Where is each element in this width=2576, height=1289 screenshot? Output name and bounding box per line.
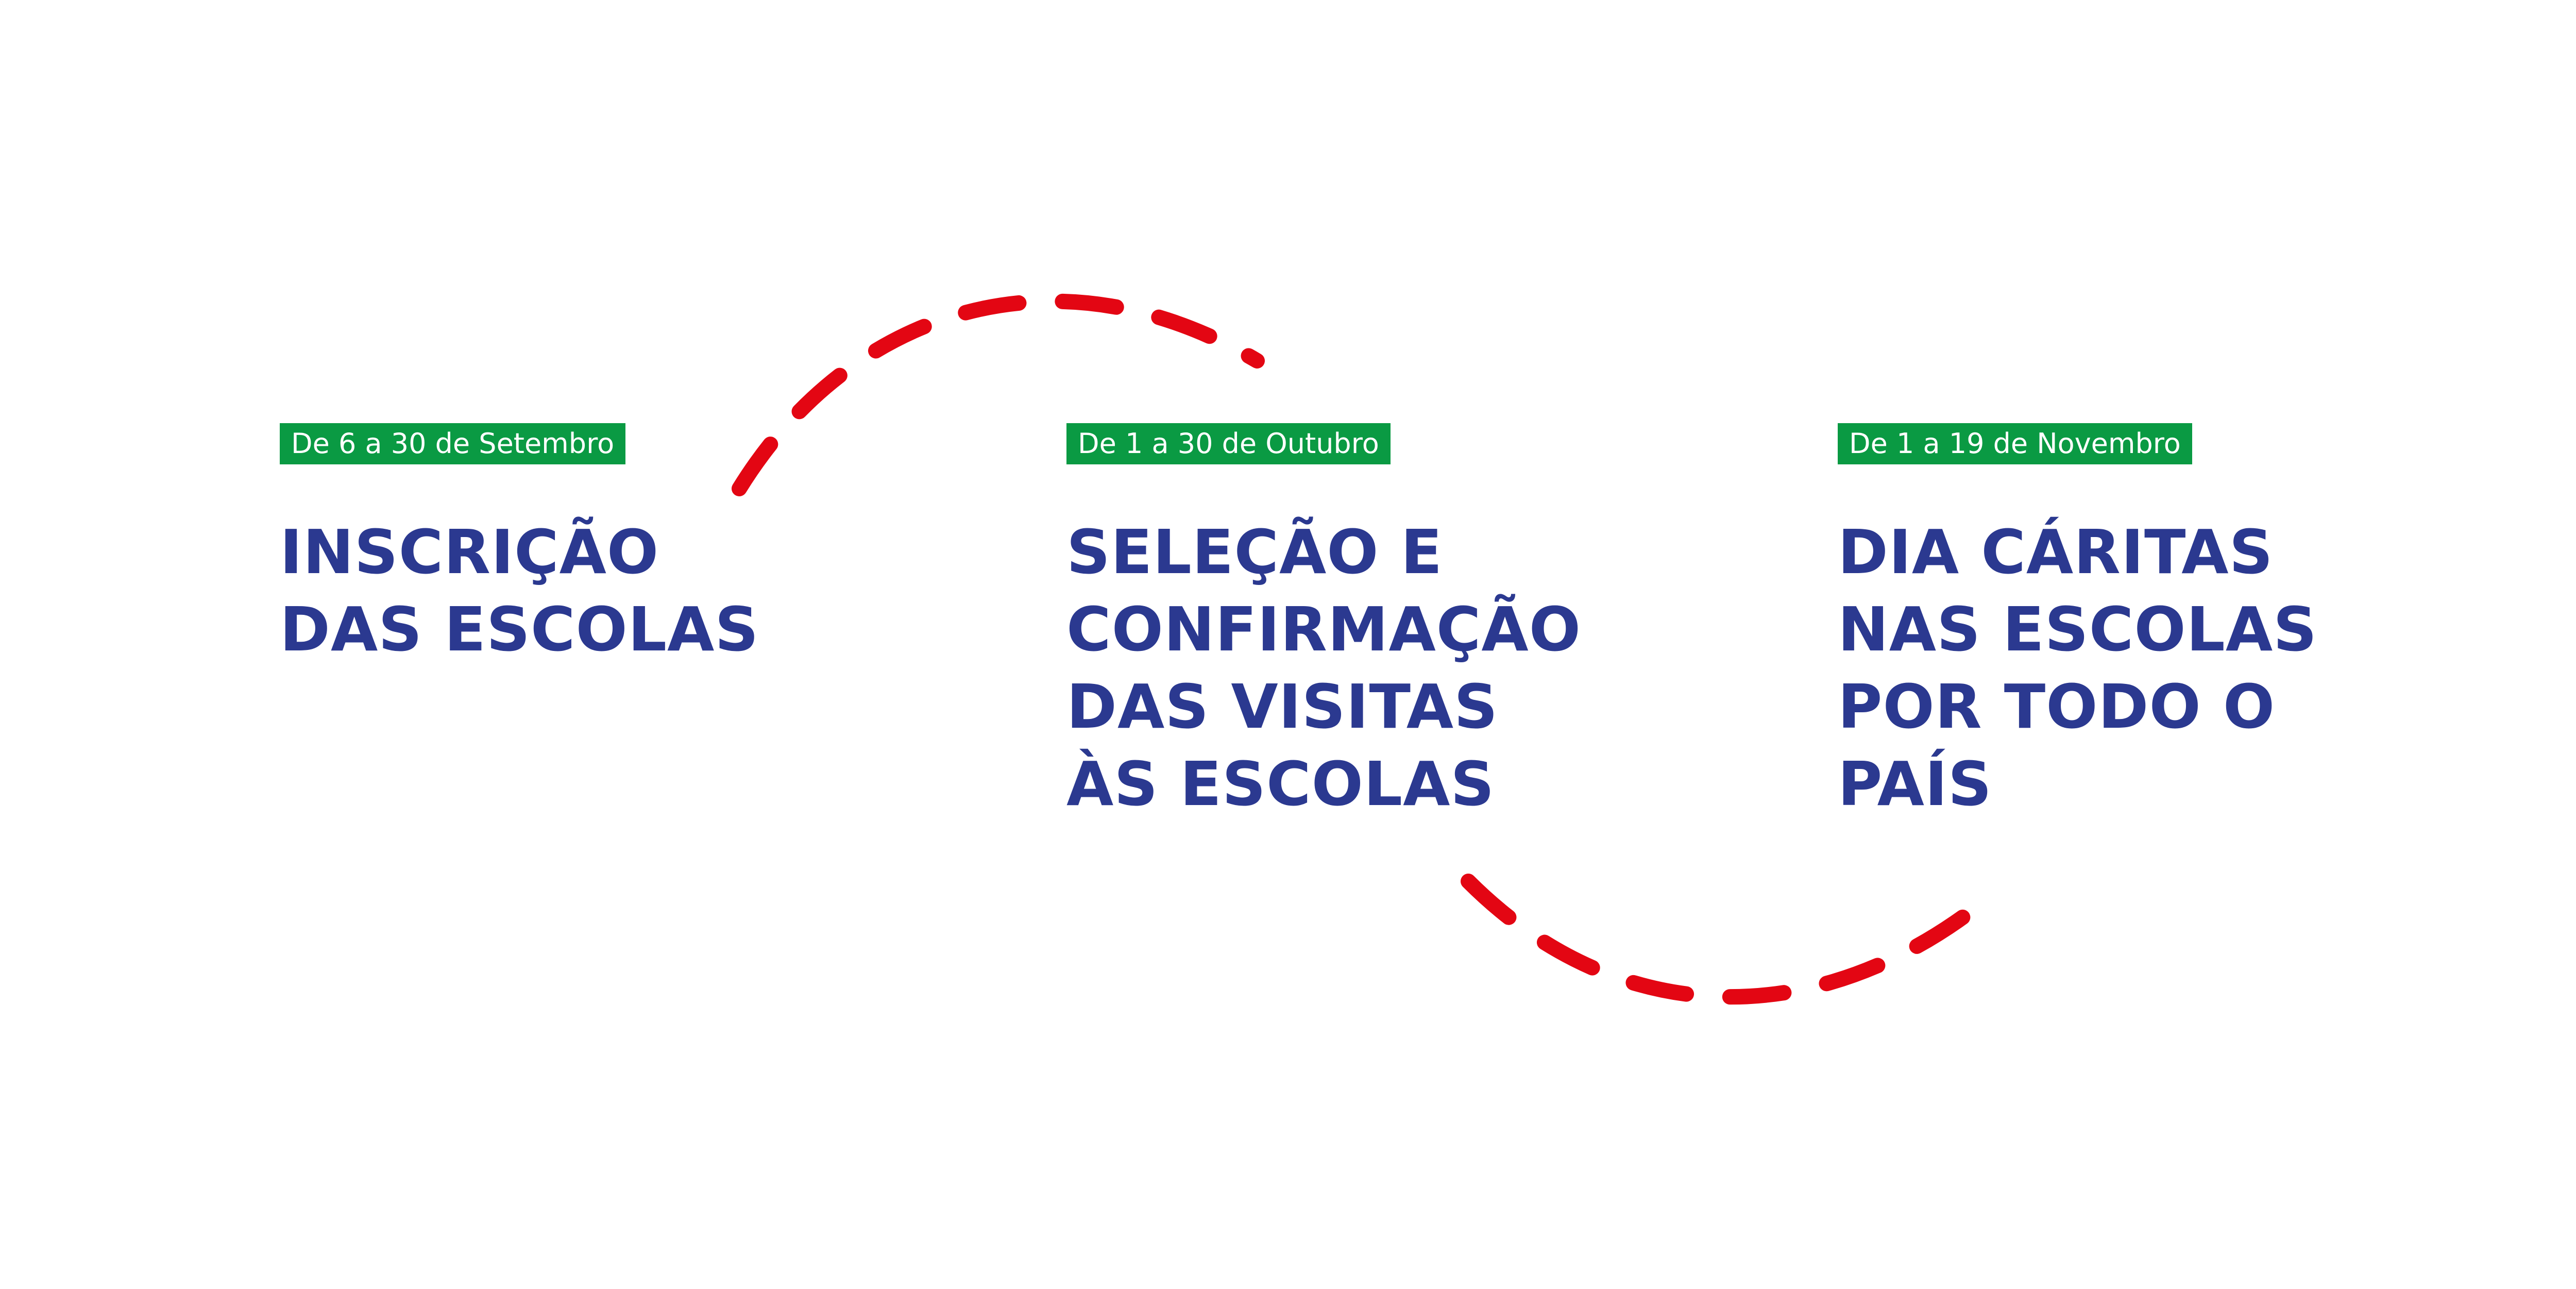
dashed-arc-top [732, 293, 1265, 496]
date-badge: De 1 a 30 de Outubro [1066, 423, 1391, 464]
title-line: DAS VISITAS [1066, 671, 1499, 742]
title-line: DIA CÁRITAS [1838, 516, 2274, 588]
timeline-step-dia-caritas: De 1 a 19 de Novembro DIA CÁRITAS NAS ES… [1838, 423, 2317, 823]
date-badge: De 6 a 30 de Setembro [280, 423, 626, 464]
title-line: POR TODO O [1838, 671, 2276, 742]
title-line: SELEÇÃO E [1066, 516, 1443, 588]
title-line: DAS ESCOLAS [280, 594, 759, 665]
step-title: DIA CÁRITAS NAS ESCOLAS POR TODO O PAÍS [1838, 513, 2317, 823]
title-line: ÀS ESCOLAS [1066, 748, 1495, 819]
title-line: CONFIRMAÇÃO [1066, 594, 1582, 665]
timeline-step-selecao: De 1 a 30 de Outubro SELEÇÃO E CONFIRMAÇ… [1066, 423, 1581, 823]
title-line: PAÍS [1838, 748, 1992, 819]
title-line: INSCRIÇÃO [280, 516, 659, 588]
step-title: INSCRIÇÃO DAS ESCOLAS [280, 513, 759, 668]
date-badge: De 1 a 19 de Novembro [1838, 423, 2192, 464]
step-title: SELEÇÃO E CONFIRMAÇÃO DAS VISITAS ÀS ESC… [1066, 513, 1581, 823]
title-line: NAS ESCOLAS [1838, 594, 2318, 665]
timeline-step-inscricao: De 6 a 30 de Setembro INSCRIÇÃO DAS ESCO… [280, 423, 759, 668]
dashed-arc-bottom [1461, 874, 2002, 1005]
